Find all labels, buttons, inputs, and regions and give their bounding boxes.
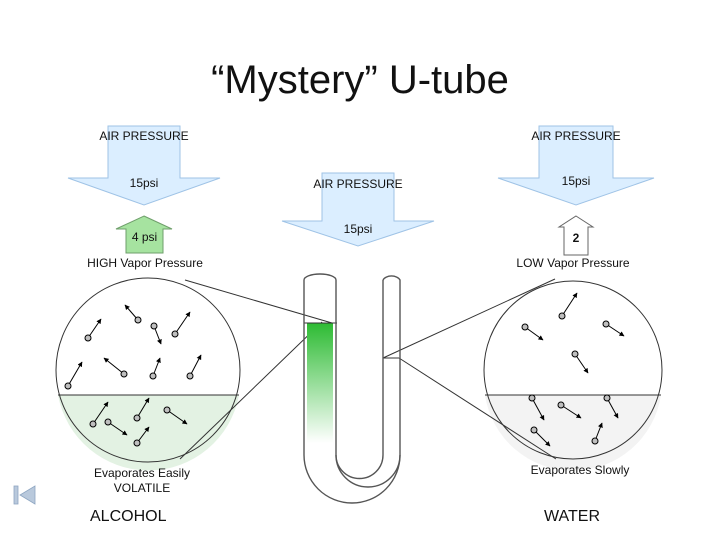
page-title: “Mystery” U-tube — [211, 58, 509, 102]
first-slide-button[interactable] — [12, 484, 38, 506]
middle-air-pressure-label: AIR PRESSURE — [313, 177, 403, 191]
u-tube — [303, 273, 401, 504]
water-label: WATER — [544, 508, 600, 525]
left-vapor-pressure-arrow — [115, 215, 173, 254]
middle-air-pressure-value: 15psi — [343, 222, 373, 236]
right-air-pressure-value: 15psi — [561, 174, 591, 188]
right-caption: Evaporates Slowly — [530, 463, 630, 477]
left-air-pressure-label: AIR PRESSURE — [99, 129, 189, 143]
right-zoom-line-top — [382, 278, 556, 359]
alcohol-column — [307, 323, 333, 443]
left-air-pressure-value: 15psi — [129, 176, 159, 190]
left-vapor-pressure-label: HIGH Vapor Pressure — [87, 256, 203, 270]
alcohol-label: ALCOHOL — [90, 508, 167, 525]
left-zoom-line-bottom — [179, 321, 323, 460]
left-caption: Evaporates Easily VOLATILE — [93, 466, 191, 495]
first-slide-icon — [13, 485, 36, 505]
right-vapor-pressure-value: 2 — [572, 231, 580, 245]
right-zoom-line-bottom — [398, 357, 557, 460]
right-vapor-pressure-label: LOW Vapor Pressure — [516, 256, 630, 270]
left-molecule-circle — [55, 277, 241, 471]
right-air-pressure-arrow — [497, 125, 655, 206]
right-air-pressure-label: AIR PRESSURE — [531, 129, 621, 143]
right-molecule-circle — [483, 280, 663, 471]
middle-air-pressure-arrow — [281, 172, 435, 247]
left-vapor-pressure-value: 4 psi — [131, 230, 158, 244]
left-molecules — [64, 304, 202, 447]
right-vapor-pressure-arrow — [557, 215, 595, 256]
left-zoom-line-top — [184, 279, 333, 324]
right-molecules — [521, 292, 625, 447]
left-air-pressure-arrow — [67, 125, 221, 206]
